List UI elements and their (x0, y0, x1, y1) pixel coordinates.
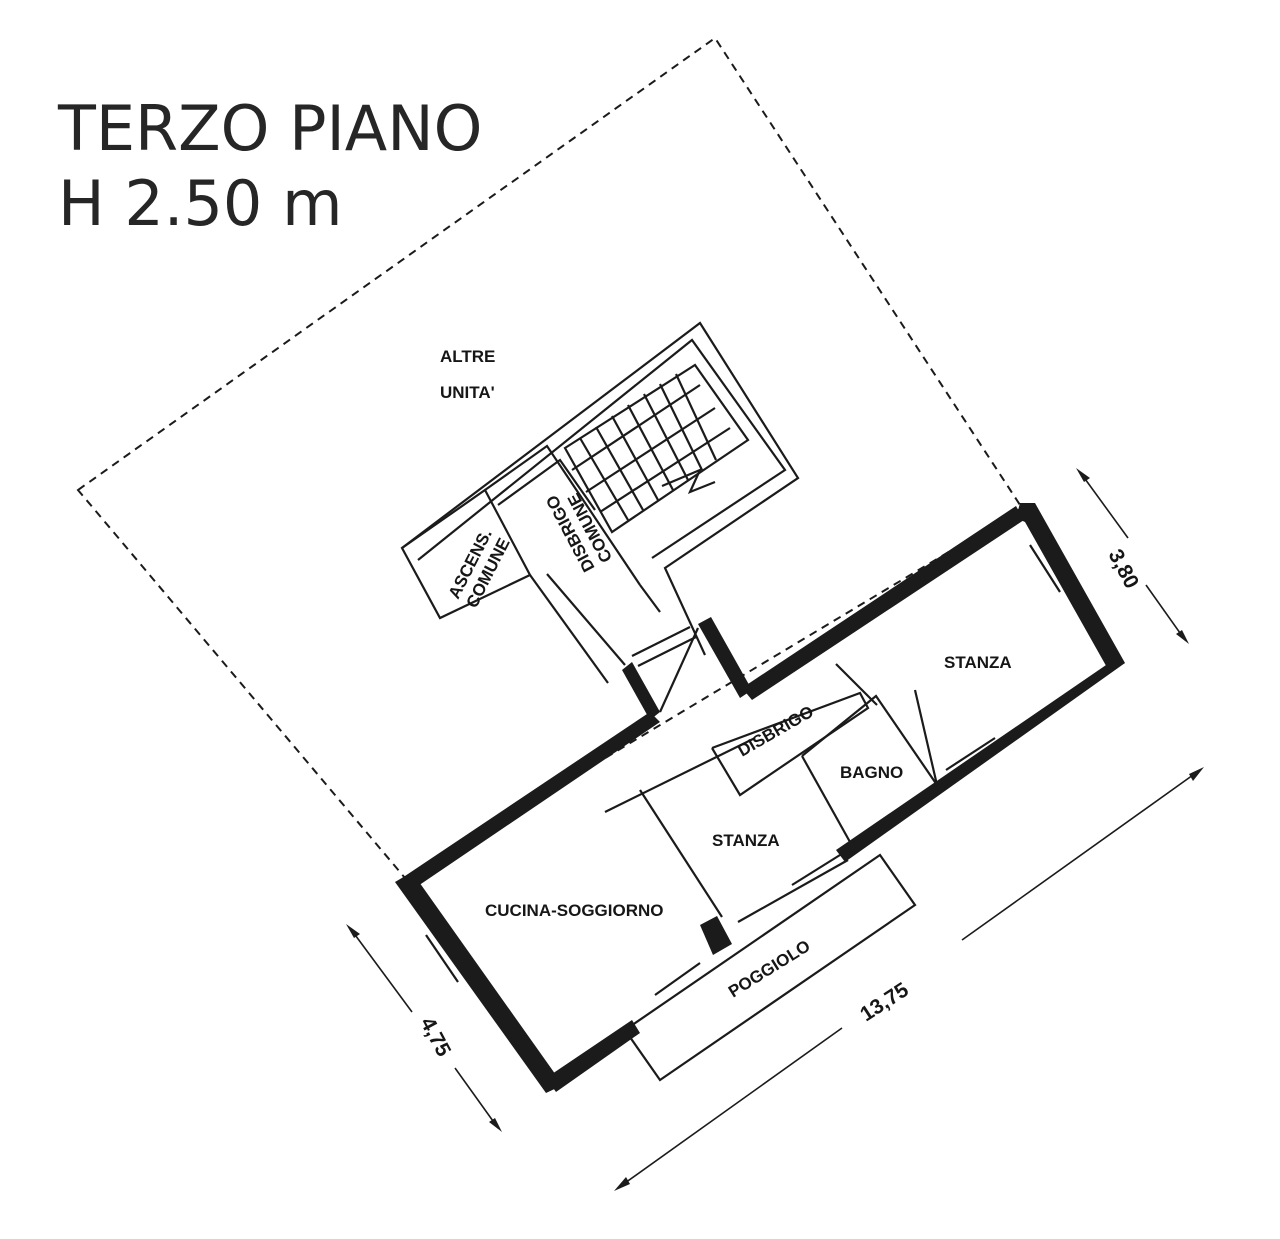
room-labels: ALTRE UNITA' ASCENS. COMUNE DISBRIGO COM… (440, 347, 1012, 1001)
label-bedroom-right: STANZA (944, 653, 1012, 672)
dimension-lines (346, 468, 1204, 1191)
stair-core (400, 321, 800, 684)
exterior-walls (395, 503, 1125, 1093)
dimension-length: 13,75 (856, 978, 913, 1026)
label-other-units-2: UNITA' (440, 383, 495, 402)
building-outline (76, 36, 1024, 880)
label-balcony: POGGIOLO (725, 936, 814, 1001)
label-other-units-1: ALTRE (440, 347, 495, 366)
balcony-outline (623, 853, 917, 1082)
dimension-depth-right: 3,80 (1104, 546, 1143, 593)
label-bathroom: BAGNO (840, 763, 903, 782)
dimension-depth-left: 4,75 (416, 1014, 456, 1061)
label-kitchen-living: CUCINA-SOGGIORNO (485, 901, 664, 920)
wall-windows (425, 537, 1071, 983)
staircase (563, 363, 750, 534)
floor-title: TERZO PIANO (57, 92, 482, 165)
label-bedroom-center: STANZA (712, 831, 780, 850)
balcony-windows (654, 737, 996, 996)
floor-height: H 2.50 m (58, 167, 342, 240)
interior-walls (604, 627, 939, 923)
